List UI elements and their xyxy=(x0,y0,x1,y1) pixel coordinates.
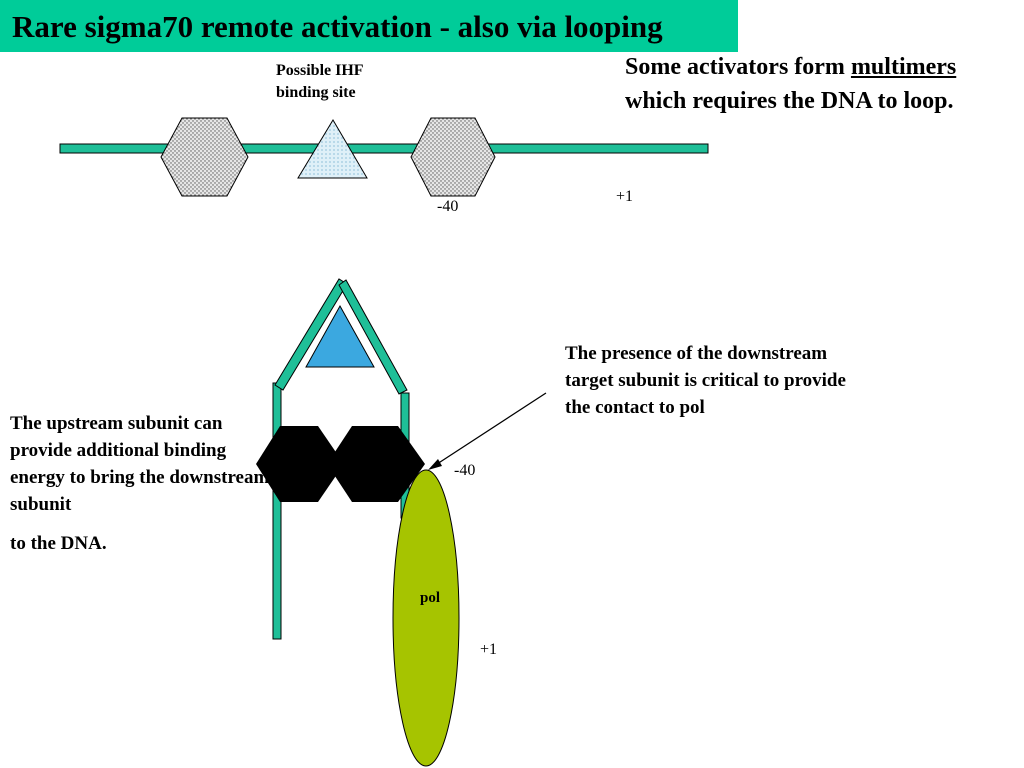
downstream-activator-hexagon xyxy=(410,117,496,197)
linear-dna-strand xyxy=(59,143,709,154)
top-minus40-label: -40 xyxy=(437,198,459,215)
looped-dna-left-arm xyxy=(272,382,282,640)
title-bar xyxy=(0,0,738,52)
contact-arrow-head xyxy=(428,459,442,470)
rna-polymerase-ellipse xyxy=(392,469,460,767)
activators-note: Some activators form multimers which req… xyxy=(625,54,957,114)
pol-label: pol xyxy=(420,590,441,606)
ihf-bending-triangle xyxy=(305,304,375,368)
bottom-plus1-label: +1 xyxy=(480,641,498,658)
bottom-minus40-label: -40 xyxy=(454,462,476,479)
looped-downstream-activator xyxy=(327,426,425,502)
upstream-activator-hexagon xyxy=(160,117,249,197)
ihf-binding-triangle xyxy=(297,119,368,179)
top-plus1-label: +1 xyxy=(616,188,634,205)
looped-dna-right-diagonal xyxy=(338,279,408,395)
slide-title: Rare sigma70 remote activation - also vi… xyxy=(12,9,663,44)
looped-upstream-activator xyxy=(256,426,344,502)
downstream-subunit-note: The presence of the downstream target su… xyxy=(565,343,846,418)
contact-arrow-line xyxy=(433,392,547,467)
multimers-term: multimers xyxy=(850,54,957,80)
ihf-site-label: Possible IHF binding site xyxy=(276,62,364,101)
upstream-subunit-note: The upstream subunit can provide additio… xyxy=(10,413,270,554)
